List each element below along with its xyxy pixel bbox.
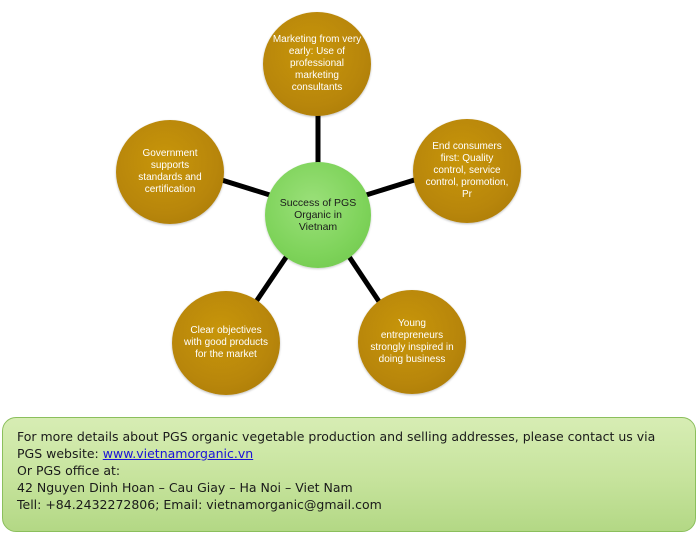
node-young-entrepreneurs-text: Young entrepreneurs strongly inspired in… [370,318,454,365]
node-clear-objectives-text: Clear objectives with good products for … [184,325,268,360]
node-center-success: Success of PGS Organic in Vietnam [265,162,371,268]
website-link[interactable]: www.vietnamorganic.vn [102,446,254,461]
node-government-text: Government supports standards and certif… [138,148,202,195]
node-marketing-text: Marketing from very early: Use of profes… [272,34,362,93]
node-center-text: Success of PGS Organic in Vietnam [279,197,357,233]
pgs-success-diagram: Marketing from very early: Use of profes… [116,12,521,395]
node-young-entrepreneurs: Young entrepreneurs strongly inspired in… [358,290,466,394]
node-end-consumers: End consumers first: Quality control, se… [413,119,521,223]
node-marketing: Marketing from very early: Use of profes… [263,12,371,116]
contact-office-label: Or PGS office at: [17,463,121,478]
contact-address: 42 Nguyen Dinh Hoan – Cau Giay – Ha Noi … [17,480,353,495]
contact-website-line: PGS website: www.vietnamorganic.vn [17,445,681,462]
node-end-consumers-text: End consumers first: Quality control, se… [425,141,509,200]
contact-panel: For more details about PGS organic veget… [2,417,696,532]
contact-phone-email: Tell: +84.2432272806; Email: vietnamorga… [17,497,382,512]
node-government: Government supports standards and certif… [116,120,224,224]
contact-intro: For more details about PGS organic veget… [17,429,656,444]
contact-website-prefix: PGS website: [17,446,103,461]
node-clear-objectives: Clear objectives with good products for … [172,291,280,395]
